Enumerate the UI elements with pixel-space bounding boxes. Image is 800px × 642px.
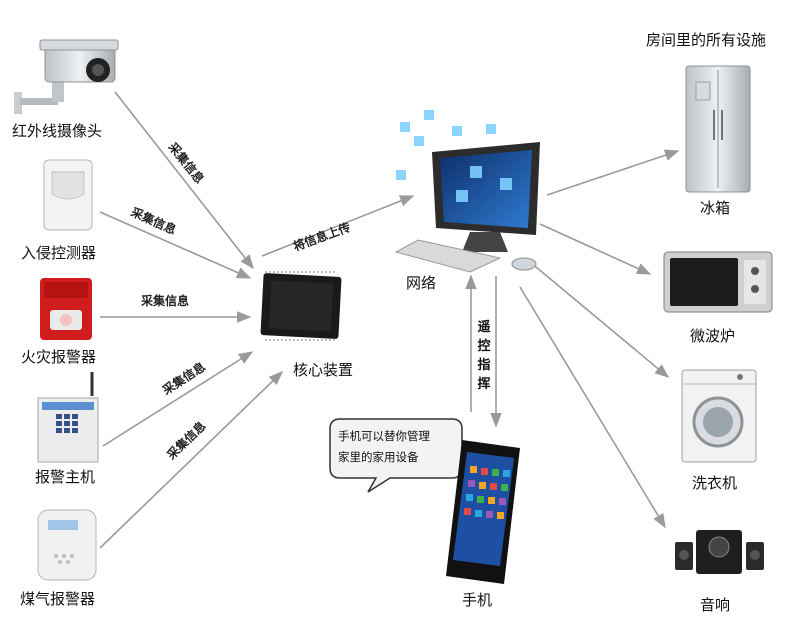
- arrow-net-speaker: [519, 286, 666, 529]
- edge-label-gas: 采集信息: [163, 418, 209, 463]
- arrow-net-fridge: [546, 149, 680, 196]
- sensor-arrows: [99, 91, 680, 549]
- sensor-label-camera: 红外线摄像头: [12, 122, 103, 140]
- edge-label-detector: 采集信息: [128, 204, 179, 238]
- core-label: 核心装置: [293, 361, 354, 379]
- speaker-icon: [675, 530, 764, 574]
- refrigerator-icon: [685, 65, 751, 193]
- edge-label-upload: 将信息上传: [291, 219, 353, 254]
- arrow-core-network: [261, 195, 415, 257]
- speech-bubble: [329, 418, 463, 493]
- arrow-net-washer: [529, 261, 670, 378]
- bubble-line-2: 家里的家用设备: [338, 450, 419, 464]
- washing-machine-icon: [681, 369, 757, 463]
- remote-control-label: 遥控指挥: [477, 320, 491, 392]
- arrow-camera-core: [114, 91, 254, 270]
- fire-alarm-icon: [40, 278, 92, 340]
- network-label: 网络: [406, 274, 437, 292]
- page-title: 房间里的所有设施: [646, 31, 767, 49]
- alarm-host-icon: [37, 372, 99, 463]
- arrow-net-microwave: [539, 223, 652, 275]
- edge-label-host: 采集信息: [159, 359, 208, 398]
- arrow-gas-core: [99, 370, 284, 549]
- sensor-label-gas: 煤气报警器: [20, 590, 96, 608]
- computer-icon: [394, 110, 540, 273]
- appliance-label-speaker: 音响: [700, 596, 731, 614]
- microwave-icon: [663, 251, 773, 313]
- appliance-label-washer: 洗衣机: [692, 474, 738, 492]
- gas-alarm-icon: [37, 509, 97, 581]
- arrow-detector-core: [99, 211, 252, 279]
- sensor-label-host: 报警主机: [35, 468, 96, 486]
- ir-camera-icon: [14, 39, 119, 114]
- bubble-line-1: 手机可以替你管理: [338, 429, 430, 443]
- phone-label: 手机: [462, 591, 493, 609]
- chip-icon: [260, 271, 342, 341]
- sensor-label-detector: 入侵控测器: [21, 244, 97, 262]
- appliance-label-microwave: 微波炉: [690, 327, 736, 345]
- edge-label-camera: 采集信息: [165, 139, 208, 187]
- appliance-label-fridge: 冰箱: [700, 199, 731, 217]
- smartphone-icon: [446, 440, 520, 584]
- intrusion-detector-icon: [43, 159, 93, 231]
- edge-label-fire: 采集信息: [140, 293, 189, 308]
- arrow-host-core: [102, 351, 254, 447]
- sensor-label-fire: 火灾报警器: [21, 348, 97, 366]
